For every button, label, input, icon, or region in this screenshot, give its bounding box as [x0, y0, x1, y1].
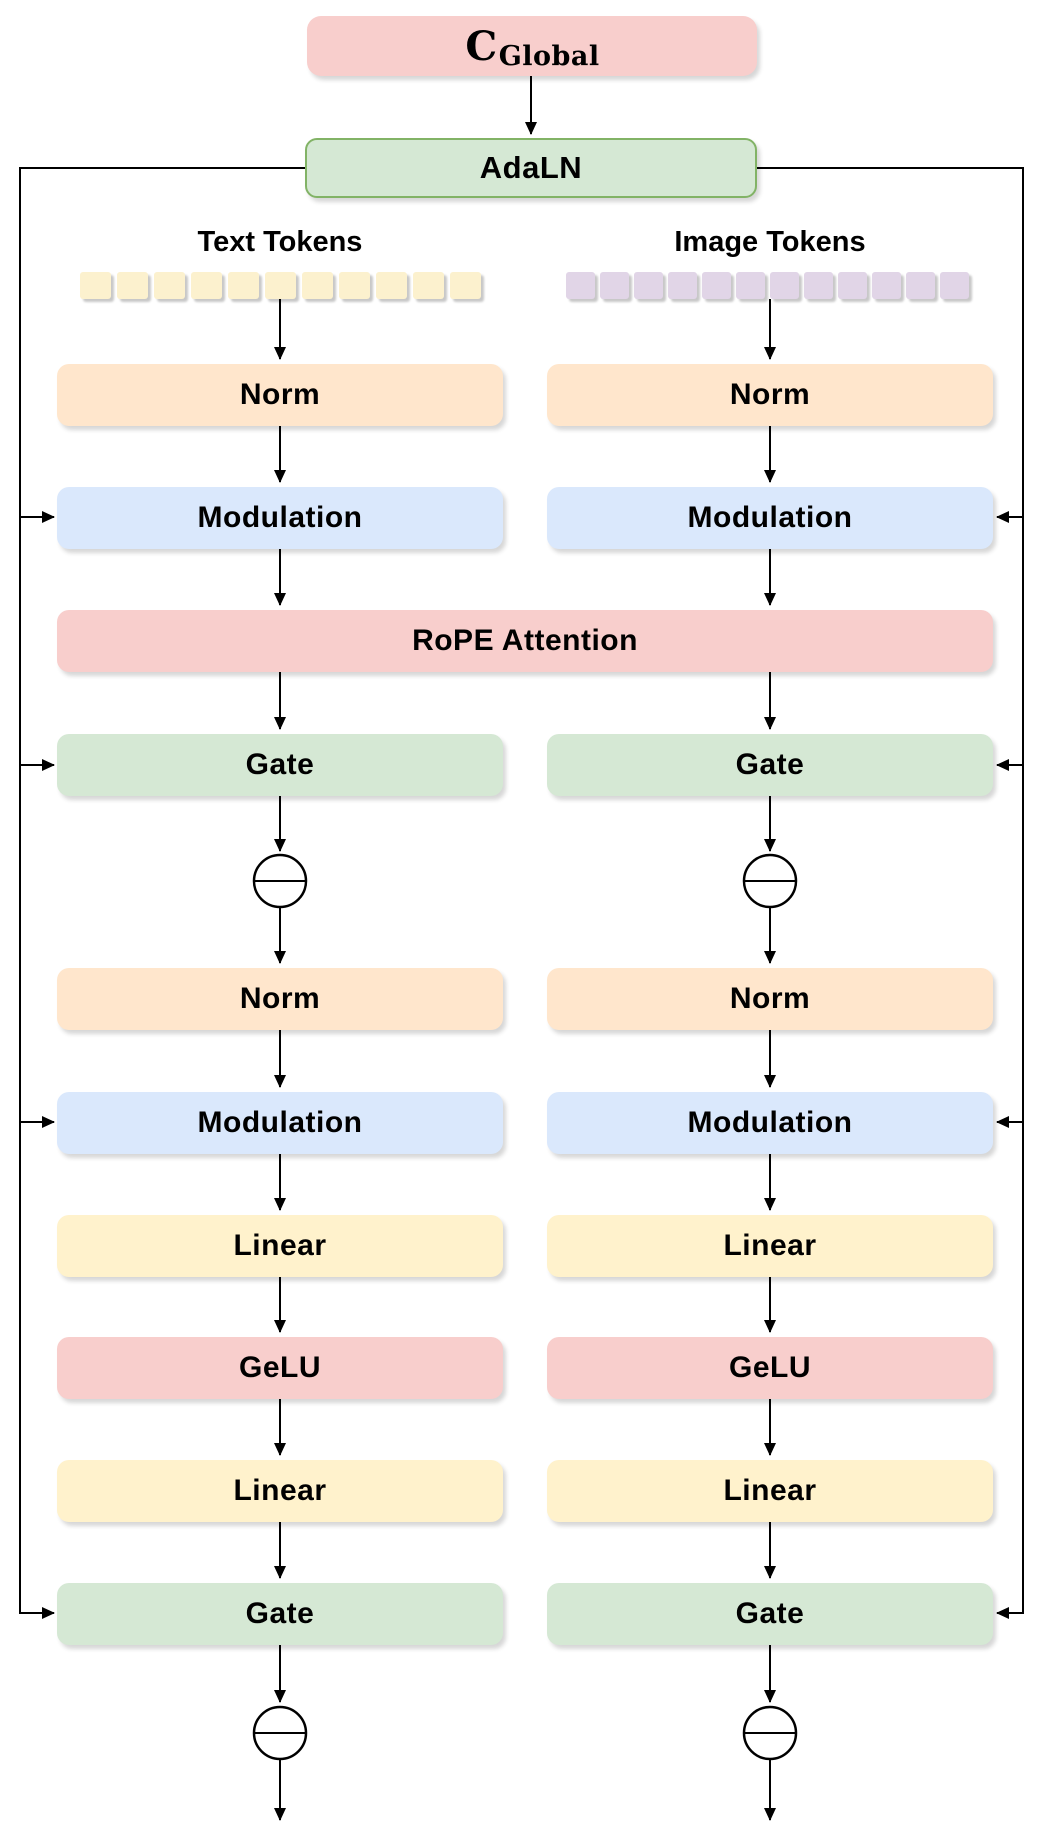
token-square	[804, 272, 833, 299]
node-label: Linear	[723, 1474, 817, 1507]
image-token-row	[566, 272, 969, 299]
node-label: Linear	[723, 1229, 817, 1262]
node-image-gelu: GeLU	[547, 1337, 993, 1399]
node-image-linear-2: Linear	[547, 1460, 993, 1522]
token-square	[413, 272, 444, 299]
token-square	[376, 272, 407, 299]
node-label: Gate	[245, 1597, 315, 1630]
node-image-norm-2: Norm	[547, 968, 993, 1030]
token-square	[702, 272, 731, 299]
node-text-gate-1: Gate	[57, 734, 503, 796]
node-label: Gate	[735, 748, 805, 781]
image-tokens-header: Image Tokens	[674, 226, 866, 258]
token-square	[228, 272, 259, 299]
token-square	[450, 272, 481, 299]
node-label: Norm	[729, 378, 811, 411]
token-square	[838, 272, 867, 299]
token-square	[634, 272, 663, 299]
text-tokens-header: Text Tokens	[197, 226, 363, 258]
node-text-norm-1: Norm	[57, 364, 503, 426]
sum-plus-icon	[252, 853, 308, 909]
node-label: Modulation	[687, 1106, 853, 1139]
node-image-norm-1: Norm	[547, 364, 993, 426]
token-square	[872, 272, 901, 299]
token-square	[566, 272, 595, 299]
node-label: Linear	[233, 1229, 327, 1262]
node-text-modulation-2: Modulation	[57, 1092, 503, 1154]
node-rope-attention: RoPE Attention	[57, 610, 993, 672]
node-label: Modulation	[687, 501, 853, 534]
node-image-modulation-1: Modulation	[547, 487, 993, 549]
node-label: Norm	[729, 982, 811, 1015]
node-label: RoPE Attention	[412, 624, 638, 657]
token-square	[265, 272, 296, 299]
token-square	[117, 272, 148, 299]
token-square	[80, 272, 111, 299]
node-text-linear-1: Linear	[57, 1215, 503, 1277]
c-global-subscript: Global	[498, 40, 600, 72]
node-text-gelu: GeLU	[57, 1337, 503, 1399]
token-square	[770, 272, 799, 299]
node-text-linear-2: Linear	[57, 1460, 503, 1522]
node-image-gate-1: Gate	[547, 734, 993, 796]
token-square	[736, 272, 765, 299]
node-adaln: AdaLN	[305, 138, 757, 198]
node-image-modulation-2: Modulation	[547, 1092, 993, 1154]
node-label: GeLU	[728, 1351, 811, 1384]
node-label: Gate	[735, 1597, 805, 1630]
node-label: Norm	[239, 982, 321, 1015]
sum-plus-icon	[742, 1705, 798, 1761]
node-label: Gate	[245, 748, 315, 781]
sum-plus-icon	[252, 1705, 308, 1761]
token-square	[940, 272, 969, 299]
token-square	[600, 272, 629, 299]
token-square	[191, 272, 222, 299]
token-square	[668, 272, 697, 299]
node-label: Modulation	[197, 1106, 363, 1139]
node-label: GeLU	[238, 1351, 321, 1384]
token-square	[302, 272, 333, 299]
text-token-row	[80, 272, 481, 299]
node-label: Modulation	[197, 501, 363, 534]
adaln-label: AdaLN	[479, 150, 583, 185]
node-label: Norm	[239, 378, 321, 411]
token-square	[339, 272, 370, 299]
node-text-gate-2: Gate	[57, 1583, 503, 1645]
node-image-linear-1: Linear	[547, 1215, 993, 1277]
sum-plus-icon	[742, 853, 798, 909]
token-square	[154, 272, 185, 299]
node-text-norm-2: Norm	[57, 968, 503, 1030]
node-text-modulation-1: Modulation	[57, 487, 503, 549]
node-label: Linear	[233, 1474, 327, 1507]
token-square	[906, 272, 935, 299]
node-image-gate-2: Gate	[547, 1583, 993, 1645]
c-global-symbol: C	[465, 22, 498, 70]
